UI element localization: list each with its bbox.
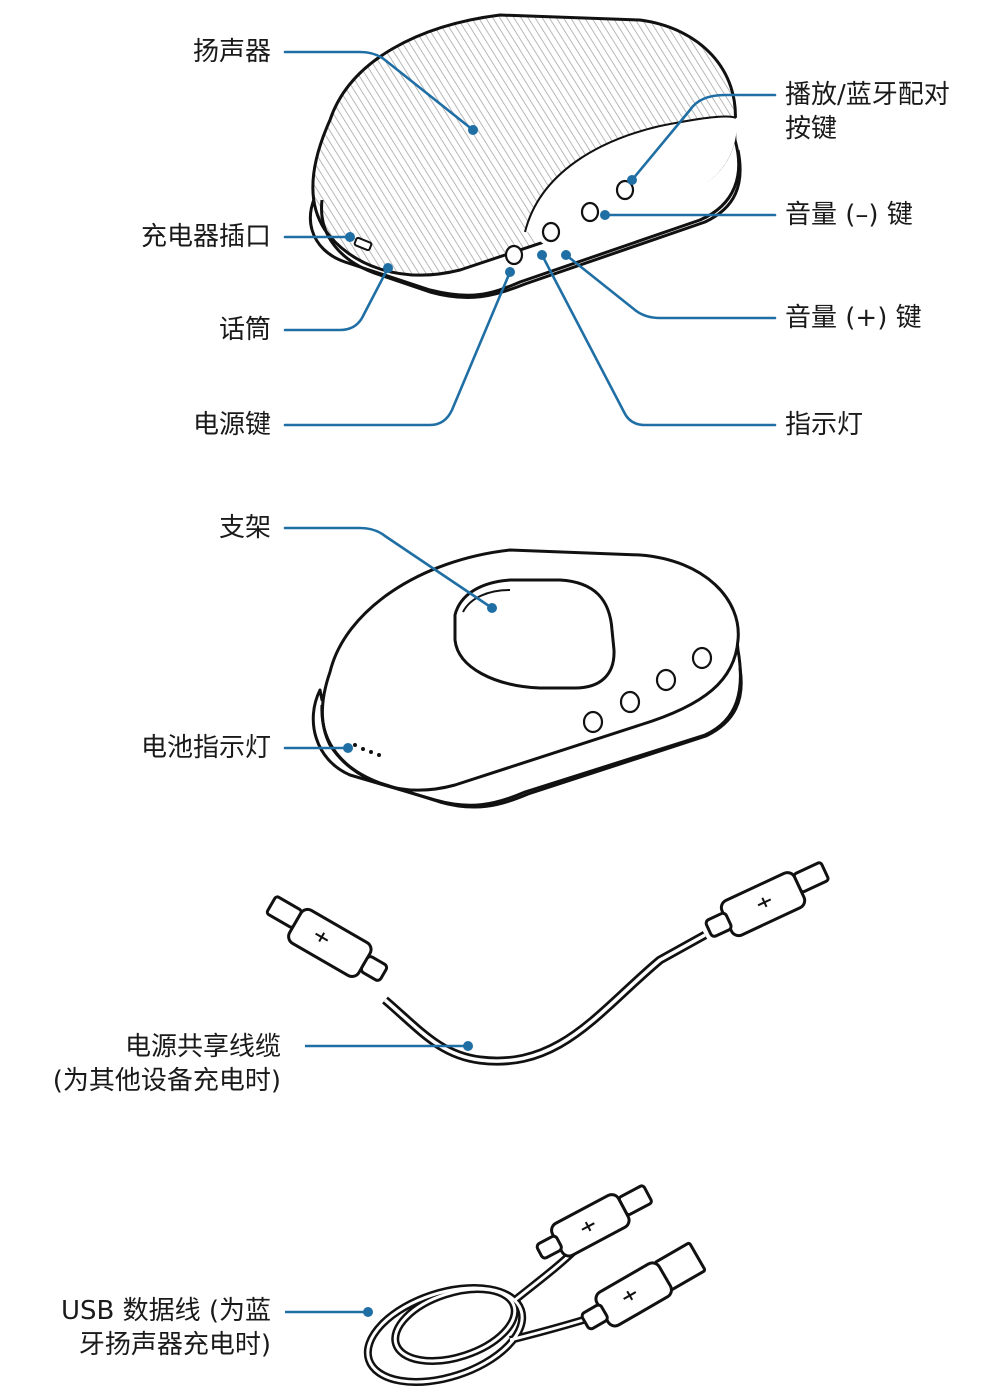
label-play-pair-button: 播放/蓝牙配对 按键 [785, 80, 950, 144]
label-battery-indicator: 电池指示灯 [140, 733, 271, 763]
callout-dots-top [345, 125, 637, 277]
label-indicator-light: 指示灯 [785, 410, 864, 440]
label-usb-cable: USB 数据线 (为蓝 牙扬声器充电时) [60, 1296, 271, 1360]
label-stand: 支架 [218, 513, 271, 543]
power-share-cable [265, 861, 830, 1066]
label-volume-up-key: 音量 (+) 键 [785, 303, 922, 333]
callout-dots-bottom [343, 603, 497, 753]
label-volume-down-key: 音量 (–) 键 [785, 200, 913, 230]
callout-lines-bottom [283, 526, 494, 750]
label-power-key: 电源键 [192, 410, 271, 440]
label-charger-port: 充电器插口 [140, 222, 271, 252]
usb-cable [363, 1184, 707, 1386]
callout-line-cable [305, 1041, 473, 1051]
label-microphone: 话筒 [218, 315, 271, 345]
label-power-share-cable: 电源共享线缆 (为其他设备充电时) [52, 1032, 281, 1096]
speaker-bottom-view [311, 548, 743, 809]
speaker-top-view [308, 13, 742, 299]
label-speaker: 扬声器 [192, 37, 271, 67]
callout-lines-top [283, 50, 777, 427]
callout-line-usb [285, 1307, 373, 1317]
